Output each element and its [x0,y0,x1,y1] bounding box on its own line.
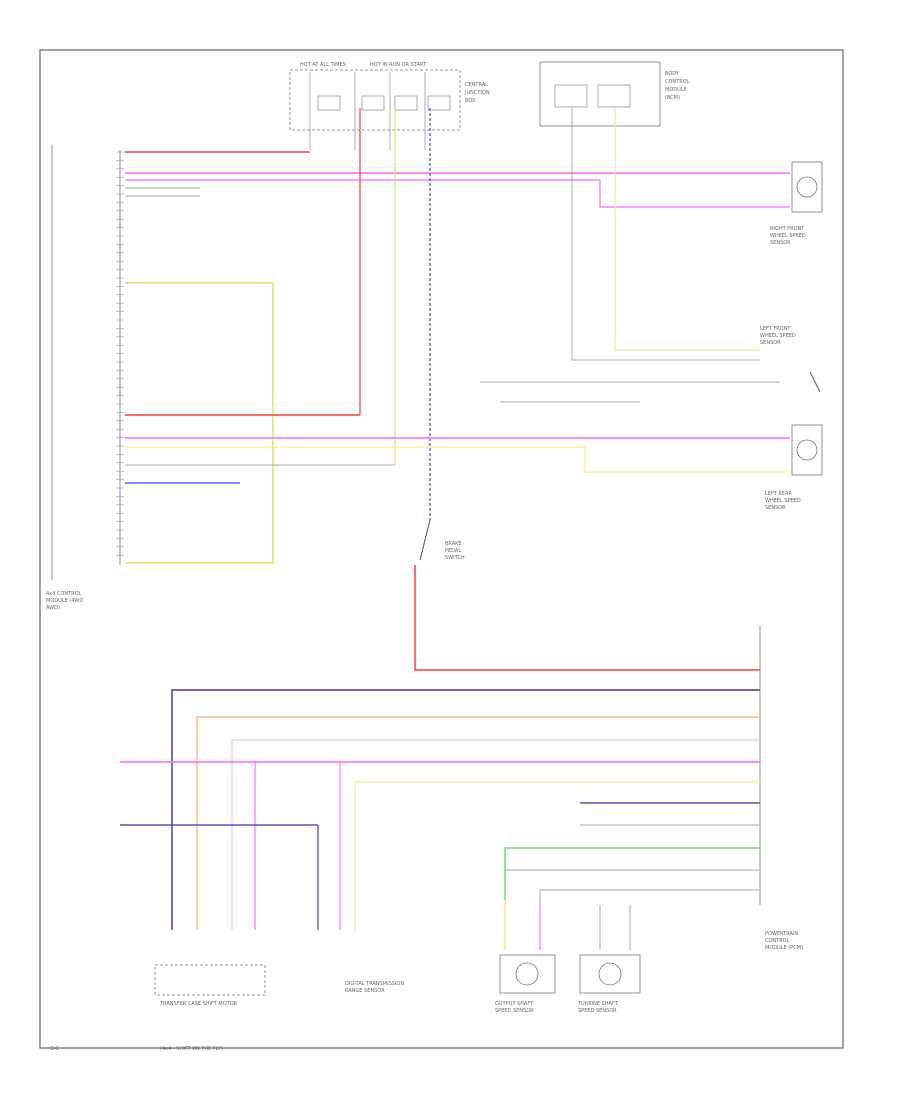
svg-text:MODULE (PCM): MODULE (PCM) [765,945,803,951]
wire-yellow-low [354,781,760,930]
wire-navy-long [171,689,760,930]
wire-yellow-loop [125,282,274,564]
svg-text:JUNCTION: JUNCTION [464,90,490,96]
switch-contact [809,371,821,393]
svg-text:SWITCH: SWITCH [445,555,465,561]
svg-text:BOX: BOX [465,98,476,104]
output-shaft-sensor: OUTPUT SHAFT SPEED SENSOR [495,954,556,1014]
wire-red-pcm [414,565,760,671]
svg-text:LEFT REAR: LEFT REAR [765,491,792,497]
svg-text:SPEED SENSOR: SPEED SENSOR [578,1008,617,1014]
turbine-shaft-sensor: TURBINE SHAFT SPEED SENSOR [577,954,641,1014]
fuse-panel: HOT AT ALL TIMES HOT IN RUN OR START CEN… [289,62,490,150]
left-module-connector: 4x4 CONTROL MODULE (4WD AWD) [46,145,124,611]
svg-text:4x4 CONTROL: 4x4 CONTROL [46,591,82,597]
svg-text:PEDAL: PEDAL [445,548,461,554]
svg-text:LEFT FRONT: LEFT FRONT [760,326,791,332]
svg-text:RIGHT FRONT: RIGHT FRONT [770,226,805,232]
svg-text:SENSOR: SENSOR [765,505,786,511]
svg-text:WHEEL SPEED: WHEEL SPEED [760,333,796,339]
svg-text:POWERTRAIN: POWERTRAIN [765,931,798,937]
svg-text:MODULE: MODULE [665,87,687,93]
svg-text:(BCM): (BCM) [665,95,680,101]
svg-text:BRAKE: BRAKE [445,541,462,547]
svg-text:WHEEL SPEED: WHEEL SPEED [770,233,806,239]
wire-green [504,847,760,900]
transfer-case-motor: TRANSFER CASE SHIFT MOTOR (4x4 - SHIFT O… [154,964,266,1052]
svg-text:AWD): AWD) [46,605,60,611]
svg-text:SPEED SENSOR: SPEED SENSOR [495,1008,534,1014]
sensor-top-right: RIGHT FRONT WHEEL SPEED SENSOR [770,161,823,246]
wire-gray-low-4 [539,889,760,900]
top-right-module: BODY CONTROL MODULE (BCM) [539,61,690,127]
svg-text:CONTROL: CONTROL [665,79,690,85]
svg-text:TRANSFER CASE SHIFT MOTOR: TRANSFER CASE SHIFT MOTOR [159,1001,238,1007]
svg-text:CENTRAL: CENTRAL [465,82,488,88]
page-ref: G-1 [50,1046,59,1052]
svg-text:OUTPUT SHAFT: OUTPUT SHAFT [495,1001,534,1007]
outer-frame [39,49,844,1049]
svg-text:RANGE SENSOR: RANGE SENSOR [345,988,385,994]
brake-pedal-switch: BRAKE PEDAL SWITCH [419,519,465,561]
wire-orange [196,716,760,930]
svg-text:HOT IN RUN OR START: HOT IN RUN OR START [370,62,427,68]
svg-text:CONTROL: CONTROL [765,938,790,944]
svg-text:SENSOR: SENSOR [770,240,791,246]
svg-text:WHEEL SPEED: WHEEL SPEED [765,498,801,504]
svg-text:(4x4 - SHIFT ON THE FLY): (4x4 - SHIFT ON THE FLY) [160,1046,223,1052]
sensor-mid-right: LEFT REAR WHEEL SPEED SENSOR [765,424,823,511]
wire-yellow-tr [614,108,760,351]
svg-text:TURBINE SHAFT: TURBINE SHAFT [577,1001,619,1007]
svg-text:MODULE (4WD: MODULE (4WD [46,598,83,604]
svg-text:HOT AT ALL TIMES: HOT AT ALL TIMES [300,62,346,68]
wire-gray-low-1 [231,739,760,930]
wire-yellow-mid [125,446,790,473]
wire-pink-3 [599,180,790,208]
svg-text:SENSOR: SENSOR [760,340,781,346]
bottom-mid-label: DIGITAL TRANSMISSION [345,981,404,987]
svg-text:BODY: BODY [665,71,680,77]
